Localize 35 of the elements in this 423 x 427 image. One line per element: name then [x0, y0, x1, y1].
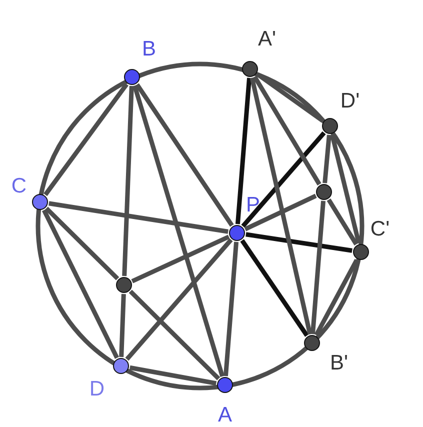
line-segment [246, 232, 352, 253]
line-segment [235, 78, 252, 224]
line-segment [122, 86, 134, 276]
line-segment [125, 238, 233, 361]
line-segment [252, 76, 322, 186]
point-label: A [218, 404, 232, 426]
point-label: A' [258, 28, 276, 50]
line-segment [250, 77, 312, 335]
line-segment [129, 365, 217, 386]
point-label: D' [340, 90, 360, 112]
line-segment [310, 200, 326, 334]
point-label: C [11, 176, 27, 196]
point-label: C' [370, 218, 390, 240]
line-segment [44, 82, 128, 196]
line-segment [44, 206, 120, 280]
line-segment [330, 134, 362, 244]
point-label: D [89, 378, 105, 400]
line-segment [131, 234, 230, 284]
line-segment [322, 134, 332, 184]
line-segment [223, 242, 239, 376]
line-segment [119, 294, 126, 358]
line-segment [241, 131, 326, 228]
line-segment [326, 198, 358, 246]
line-segment [48, 201, 228, 234]
line-segment [244, 194, 317, 232]
line-segment [314, 258, 359, 336]
point-label: B [142, 38, 156, 60]
line-segment [240, 239, 309, 337]
line-segment [256, 72, 324, 123]
point-label: B' [330, 352, 348, 374]
point-label: P [246, 194, 260, 216]
line-segment [128, 290, 220, 380]
line-segment [135, 83, 234, 227]
line-segment [42, 209, 120, 359]
line-segment [132, 84, 225, 378]
